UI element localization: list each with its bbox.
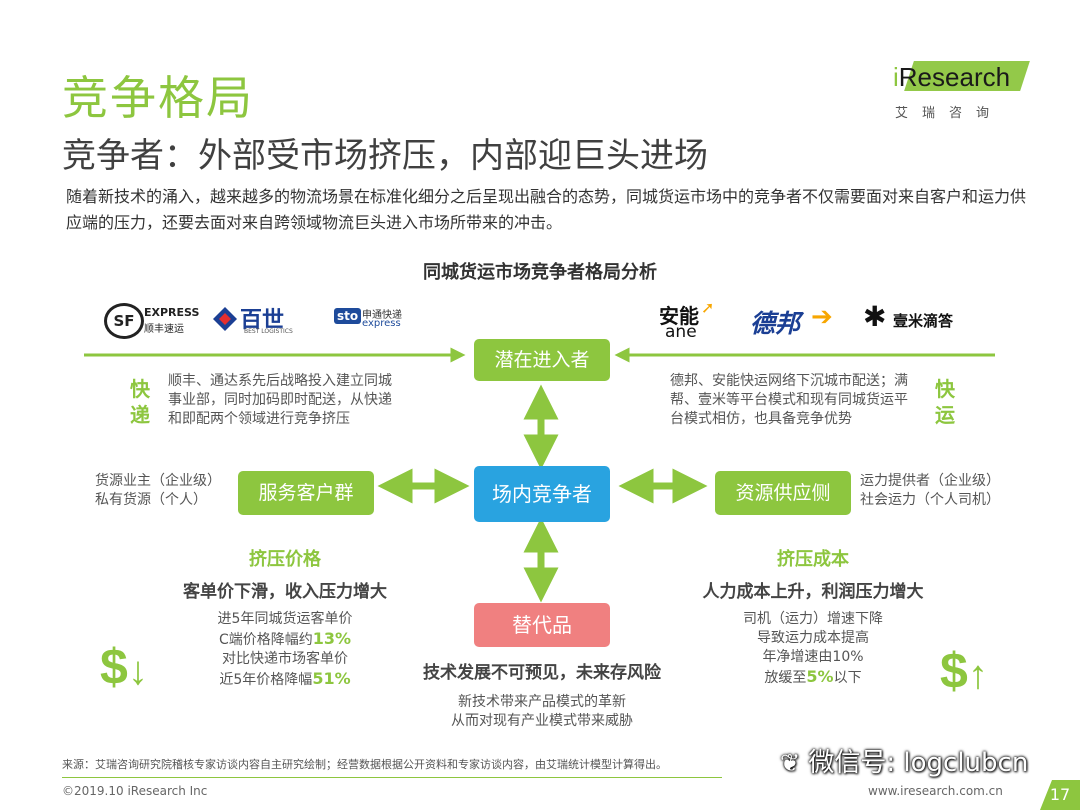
cost-line-4: 放缓至5%以下	[764, 667, 862, 686]
dollar-up-icon: $↑	[940, 643, 988, 699]
yimi-logo: 壹米滴答	[893, 312, 954, 330]
sf-logo-cn: 顺丰速运	[144, 324, 184, 335]
cost-line-1: 司机（运力）增速下降	[743, 611, 883, 627]
supplier-notes: 运力提供者（企业级） 社会运力（个人司机）	[860, 473, 1000, 508]
cost-subheading: 人力成本上升，利润压力增大	[702, 582, 924, 602]
freight-logos: 安能 ➚ ane 德邦 ➔ ✱ 壹米滴答	[655, 298, 985, 344]
intro-paragraph: 随着新技术的涌入，越来越多的物流场景在标准化细分之后呈现出融合的态势，同城货运市…	[66, 187, 1027, 232]
substitute-block: 技术发展不可预见，未来存风险 新技术带来产品模式的革新 从而对现有产业模式带来威…	[400, 658, 684, 731]
dollar-down-icon: $↓	[100, 639, 148, 695]
suppliers-box: 资源供应侧	[715, 471, 851, 515]
yimi-star-icon: ✱	[863, 300, 887, 333]
express-logos: SF EXPRESS 顺丰速运 百世 BEST LOGISTICS sto 申通…	[100, 300, 430, 340]
logo-wordmark: iResearch	[893, 62, 1011, 92]
substitute-heading: 技术发展不可预见，未来存风险	[423, 663, 661, 683]
ane-arrow-icon: ➚	[701, 298, 715, 317]
price-subheading: 客单价下滑，收入压力增大	[183, 582, 387, 602]
price-line-2: C端价格降幅约13%	[218, 629, 352, 648]
sf-logo-mark: SF	[104, 303, 144, 339]
price-line-4: 近5年价格降幅51%	[219, 669, 351, 688]
sto-logo-cn: 申通快递	[362, 310, 402, 321]
copyright: ©2019.10 iResearch Inc	[62, 784, 208, 798]
price-squeeze-block: 挤压价格 客单价下滑，收入压力增大 进5年同城货运客单价 C端价格降幅约13% …	[150, 545, 420, 690]
sto-logo-mark: sto	[334, 308, 362, 324]
logo-chinese: 艾瑞咨询	[895, 106, 1004, 121]
price-line-1: 进5年同城货运客单价	[217, 611, 353, 627]
customer-notes: 货源业主（企业级） 私有货源（个人）	[95, 473, 221, 508]
ane-logo-top: 安能	[659, 304, 699, 328]
page-title: 竞争格局	[62, 71, 254, 125]
substitutes-box: 替代品	[474, 603, 610, 647]
cost-squeeze-block: 挤压成本 人力成本上升，利润压力增大 司机（运力）增速下降 导致运力成本提高 年…	[678, 545, 948, 688]
incumbent-competitors-box: 场内竞争者	[474, 466, 610, 522]
wechat-watermark: ❦ 微信号: logclubcn	[780, 748, 1029, 778]
sto-logo-en: express	[362, 318, 401, 329]
customers-box: 服务客户群	[238, 471, 374, 515]
cost-line-2: 导致运力成本提高	[757, 630, 869, 646]
express-description: 顺丰、通达系先后战略投入建立同城事业部，同时加码即时配送，从快递和即配两个领域进…	[168, 373, 392, 427]
deppon-logo: 德邦	[750, 309, 801, 338]
cost-heading: 挤压成本	[777, 549, 849, 570]
price-line-3: 对比快递市场客单价	[222, 651, 348, 667]
potential-entrants-box: 潜在进入者	[474, 339, 610, 381]
source-note: 来源：艾瑞咨询研究院稽核专家访谈内容自主研究绘制；经营数据根据公开资料和专家访谈…	[62, 758, 667, 771]
website-url: www.iresearch.com.cn	[868, 784, 1003, 798]
best-logo-icon	[212, 306, 237, 331]
wechat-icon: ❦	[780, 749, 801, 777]
express-label: 快递	[130, 377, 150, 427]
substitute-line-1: 新技术带来产品模式的革新	[458, 694, 626, 710]
deppon-arrow-icon: ➔	[811, 302, 833, 332]
best-logo-cn: 百世	[240, 308, 285, 333]
iresearch-logo: iResearch 艾瑞咨询	[893, 60, 1033, 128]
page-subtitle: 竞争者：外部受市场挤压，内部迎巨头进场	[62, 136, 708, 176]
freight-label: 快运	[935, 377, 955, 427]
freight-description: 德邦、安能快运网络下沉城市配送；满帮、壹米等平台模式和现有同城货运平台模式相仿，…	[670, 373, 908, 427]
sf-logo-en: EXPRESS	[144, 306, 200, 319]
substitute-line-2: 从而对现有产业模式带来威胁	[451, 713, 633, 729]
best-logo-en: BEST LOGISTICS	[244, 328, 293, 335]
cost-line-3: 年净增速由10%	[762, 649, 864, 665]
price-heading: 挤压价格	[249, 549, 321, 570]
footer-divider	[62, 777, 722, 778]
diagram-title: 同城货运市场竞争者格局分析	[423, 262, 657, 283]
ane-logo-bottom: ane	[665, 322, 697, 342]
